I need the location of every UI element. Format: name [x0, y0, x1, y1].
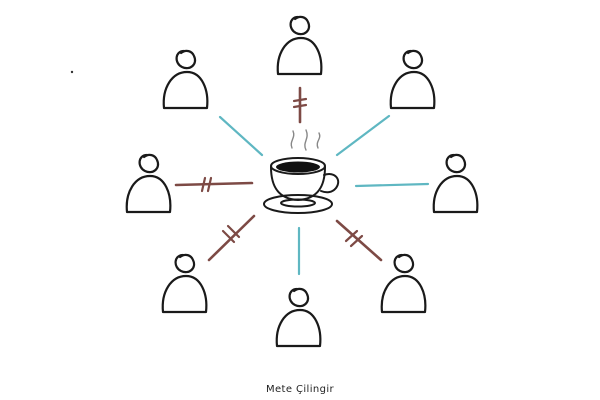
- person-top-right: [389, 49, 436, 110]
- author-credit: Mete Çilingir: [265, 384, 335, 395]
- break-mark: [221, 229, 236, 244]
- person-body: [162, 70, 209, 110]
- person-head: [174, 253, 196, 274]
- connection-lines: [174, 86, 430, 276]
- cup-body: [270, 166, 326, 201]
- person-head: [288, 287, 310, 308]
- cup-rim: [270, 157, 326, 175]
- person-bottom-right: [380, 253, 427, 314]
- person-bottom: [275, 287, 322, 348]
- cup-handle: [320, 173, 340, 194]
- break-mark: [206, 176, 213, 193]
- person-left: [125, 153, 172, 214]
- person-body: [380, 274, 427, 314]
- break-mark: [292, 97, 308, 103]
- person-body: [275, 308, 322, 348]
- coffee-surface: [276, 161, 320, 173]
- break-mark: [349, 234, 364, 248]
- person-top: [276, 15, 323, 76]
- person-right: [432, 153, 479, 214]
- person-bottom-left: [161, 253, 208, 314]
- person-head: [402, 49, 424, 70]
- person-body: [125, 174, 172, 214]
- person-body: [161, 274, 208, 314]
- saucer: [263, 194, 333, 214]
- person-top-left: [162, 49, 209, 110]
- break-mark: [200, 176, 207, 193]
- break-mark: [226, 224, 241, 239]
- person-head: [289, 15, 311, 36]
- break-mark: [344, 229, 359, 243]
- link-bottom-right: [335, 219, 383, 262]
- person-body: [389, 70, 436, 110]
- person-head: [393, 253, 415, 274]
- link-left: [174, 181, 254, 187]
- person-head: [138, 153, 160, 174]
- steam-line: [290, 130, 295, 149]
- person-head: [175, 49, 197, 70]
- coffee-cup-icon: [263, 129, 340, 214]
- link-top-left: [218, 115, 264, 157]
- break-mark: [292, 103, 308, 109]
- link-top-right: [335, 114, 391, 157]
- steam-line: [304, 129, 308, 151]
- link-right: [354, 182, 430, 188]
- steam-line: [316, 132, 321, 149]
- stray-dot: [70, 70, 74, 74]
- person-body: [432, 174, 479, 214]
- person-head: [445, 153, 467, 174]
- person-body: [276, 36, 323, 76]
